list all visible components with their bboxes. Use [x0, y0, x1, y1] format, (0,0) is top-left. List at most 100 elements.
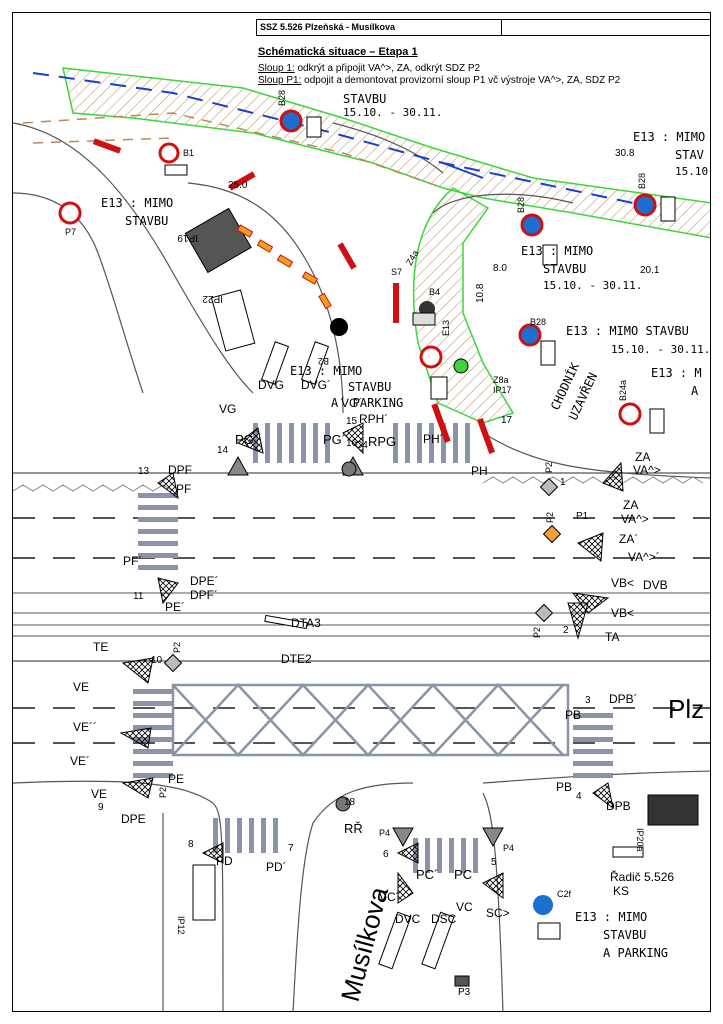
map-label-b4: B4 — [429, 287, 440, 297]
map-label-n4: 4 — [576, 791, 582, 802]
map-label-n6: 6 — [383, 849, 389, 860]
map-label-n8: 8 — [188, 839, 194, 850]
map-label-vg2: VG´ — [341, 396, 362, 410]
note-2-key: Sloup P1: — [258, 75, 302, 86]
map-label-dpe: DPE — [121, 812, 146, 826]
map-label-n1: 1 — [560, 477, 566, 488]
map-label-n13: 13 — [138, 466, 150, 477]
map-label-e13-mid-c: 15.10. - 30.11. — [543, 279, 642, 292]
chevron-line — [13, 484, 174, 492]
map-label-p2c: P2 — [532, 627, 542, 638]
traffic-signs — [58, 109, 657, 915]
title-block: SSZ 5.526 Plzeňská - Musílkova Schématic… — [256, 19, 710, 87]
map-label-ve3: VE´´ — [73, 720, 97, 734]
map-label-za2: ZA — [623, 498, 638, 512]
map-label-pb2: PB — [556, 780, 572, 794]
map-label-dta3: DTA3 — [291, 616, 321, 630]
map-label-dsc: DSC — [431, 912, 457, 926]
map-label-ip12: IP12 — [176, 916, 186, 935]
map-label-bottom-a: E13 : MIMO — [575, 910, 647, 924]
map-label-b24a: B24a — [618, 380, 628, 401]
map-label-pe: PE — [168, 772, 184, 786]
map-label-e13-right-d: A — [691, 384, 699, 398]
map-label-vc2: VC´ — [379, 890, 400, 904]
map-label-va2: VA^> — [621, 512, 649, 526]
road-edges — [13, 122, 710, 1011]
project-title: SSZ 5.526 Plzeňská - Musílkova — [257, 20, 502, 35]
map-label-n5: 5 — [491, 857, 497, 868]
map-label-dpb2: DPB´ — [609, 692, 638, 706]
map-label-c4: C4 — [355, 440, 368, 451]
title-empty-cell — [502, 20, 710, 35]
construction-zone-top — [62, 67, 710, 239]
map-label-ip17: IP17 — [493, 385, 512, 395]
crossing-north — [253, 423, 470, 463]
map-label-ve: VE — [73, 680, 89, 694]
map-label-n18: 18 — [344, 797, 356, 808]
map-label-dvg: DVG — [258, 378, 284, 392]
map-label-n9: 9 — [98, 802, 104, 813]
map-label-parking-b: STAVBU — [348, 380, 391, 394]
lane-lines — [13, 592, 710, 637]
map-label-za3: ZA´ — [619, 532, 638, 546]
map-label-e13-right-b: 15.10. - 30.11. — [611, 343, 710, 356]
map-label-p1: P1 — [576, 511, 589, 522]
map-label-n17: 17 — [501, 415, 513, 426]
map-label-pd2: PD´ — [266, 860, 287, 874]
map-label-va3: VA^>´ — [628, 550, 660, 564]
note-line-1: Sloup 1: odkrýt a připojit VA^>, ZA, odk… — [258, 63, 710, 75]
map-label-parking-c: A´ PARKING — [331, 396, 403, 410]
map-label-dates-top: 15.10. - 30.11. — [343, 106, 442, 119]
map-label-e13-right-top-c: 15.10 — [675, 165, 708, 178]
map-label-pb: PB — [565, 708, 581, 722]
crossing-east — [573, 713, 613, 778]
map-label-p4a: P4 — [379, 828, 390, 838]
map-label-e13-mid-b: STAVBU — [543, 262, 586, 276]
tram-direction-arrows — [32, 72, 634, 204]
map-label-e13-left-a: E13 : MIMO — [101, 196, 173, 210]
map-label-vb: VB< — [611, 576, 634, 590]
map-label-s7: S7 — [391, 267, 402, 277]
map-label-radic-b: KS — [613, 884, 629, 898]
crossing-south — [213, 818, 478, 873]
map-label-ta: TA — [605, 630, 619, 644]
note-line-2: Sloup P1: odpojit a demontovat provizorn… — [258, 75, 710, 87]
map-label-pe2: PE´ — [165, 600, 185, 614]
barriers — [92, 138, 495, 454]
map-label-dim-80: 8.0 — [493, 263, 507, 274]
pole-markers — [163, 477, 562, 673]
map-label-dvc: DVC — [395, 912, 421, 926]
map-label-dim-250: 25.0 — [228, 180, 248, 191]
map-label-pc2: PC´ — [416, 867, 438, 882]
map-label-b28a: B28 — [277, 90, 287, 106]
map-label-p3: P3 — [458, 987, 471, 998]
map-label-n2: 2 — [563, 625, 569, 636]
map-label-z8a: Z8a — [493, 375, 509, 385]
cones — [236, 224, 332, 310]
map-label-p2e: P2 — [158, 787, 168, 798]
map-label-za: ZA — [635, 450, 650, 464]
title-row: SSZ 5.526 Plzeňská - Musílkova — [256, 19, 710, 36]
map-label-pd: PD — [216, 854, 233, 868]
map-label-dte2: DTE2 — [281, 652, 312, 666]
map-label-n16: 16 — [346, 438, 358, 449]
map-label-te: TE — [93, 640, 108, 654]
map-label-e13: E13 — [441, 320, 451, 336]
map-label-bottom-b: STAVBU — [603, 928, 646, 942]
map-label-ip19: IP19 — [177, 232, 198, 243]
construction-brown-arrows — [22, 112, 444, 189]
map-label-e13-mid-a: E13 : MIMO — [521, 244, 593, 258]
map-label-dim-201: 20.1 — [640, 265, 660, 276]
map-label-dim-308: 30.8 — [615, 148, 635, 159]
map-label-dpb: DPB — [606, 799, 631, 813]
map-label-sc: SC> — [486, 906, 510, 920]
note-2-text: odpojit a demontovat provizorní sloup P1… — [301, 75, 621, 86]
map-label-e13-left-b: STAVBU — [125, 214, 168, 228]
sign-plates — [164, 116, 699, 987]
map-label-p4b: P4 — [503, 843, 514, 853]
map-label-b28c: B28 — [516, 197, 526, 213]
map-label-n11: 11 — [133, 591, 144, 602]
map-label-dpf2: DPF´ — [190, 588, 218, 602]
